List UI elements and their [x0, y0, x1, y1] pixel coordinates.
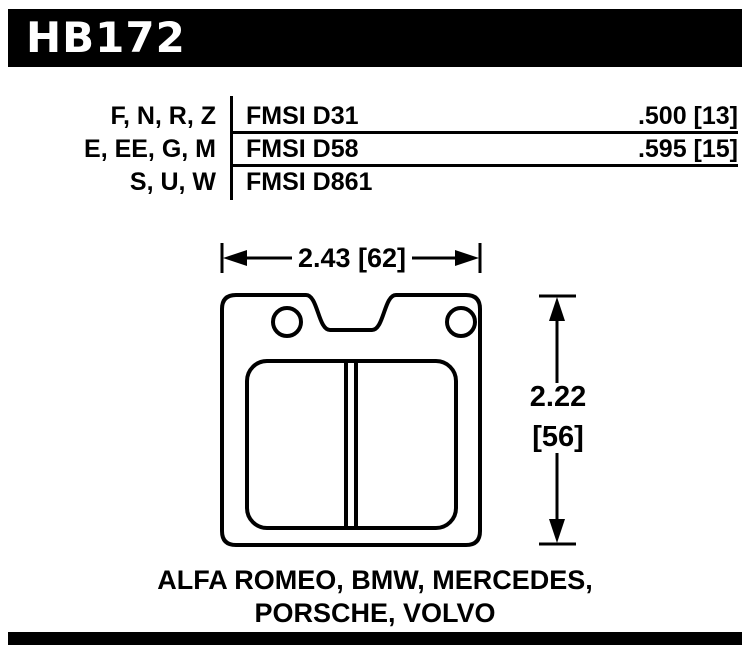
- pad-thickness-row-2: .595 [15]: [637, 135, 738, 163]
- fmsi-number-row-1: FMSI D31: [246, 102, 359, 130]
- compound-codes-row-2: E, EE, G, M: [84, 135, 216, 163]
- height-dimension-label-inches: 2.22: [530, 381, 586, 413]
- height-dimension: 2.22 [56]: [530, 294, 586, 546]
- pad-thickness-row-1: .500 [13]: [637, 102, 738, 130]
- table-divider-line: [230, 96, 233, 200]
- part-number: HB172: [26, 13, 186, 62]
- pad-outer-outline: [220, 293, 482, 547]
- footer-bar: [8, 632, 742, 645]
- table-row-separator-2: [230, 164, 738, 167]
- compound-codes-row-3: S, U, W: [129, 168, 216, 196]
- width-arrow-left-icon: [223, 250, 247, 266]
- height-dimension-label-mm: [56]: [532, 421, 584, 453]
- mounting-hole-left: [271, 306, 303, 338]
- width-dimension: 2.43 [62]: [220, 243, 482, 273]
- fmsi-number-row-2: FMSI D58: [246, 135, 359, 163]
- brake-pad-outline: [220, 293, 482, 547]
- mounting-hole-right: [445, 306, 477, 338]
- friction-surface-outline: [245, 359, 458, 530]
- width-dimension-label: 2.43 [62]: [298, 243, 406, 273]
- compound-codes-row-1: F, N, R, Z: [110, 102, 216, 130]
- table-row-separator-1: [230, 131, 738, 134]
- fmsi-number-row-3: FMSI D861: [246, 168, 373, 196]
- applications-line-2: PORSCHE, VOLVO: [254, 598, 496, 628]
- applications-line-1: ALFA ROMEO, BMW, MERCEDES,: [157, 565, 593, 595]
- header-bar: HB172: [8, 9, 742, 67]
- width-arrow-right-icon: [455, 250, 479, 266]
- height-arrow-up-icon: [549, 297, 565, 321]
- height-arrow-down-icon: [549, 519, 565, 543]
